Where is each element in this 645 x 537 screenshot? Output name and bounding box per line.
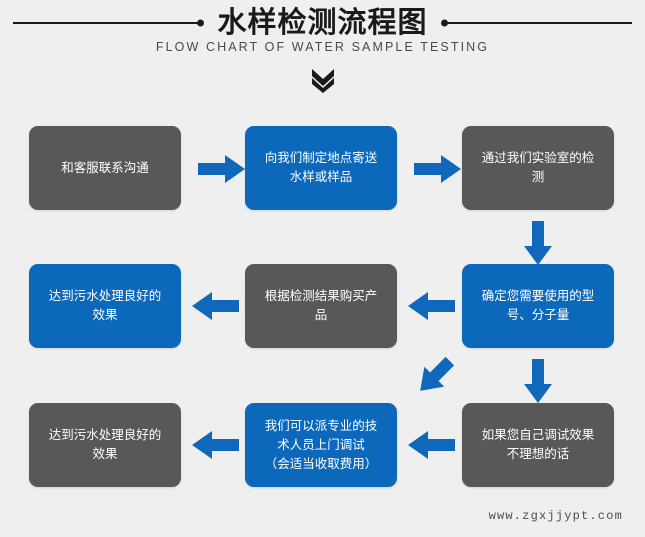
flow-node-send-sample[interactable]: 向我们制定地点寄送 水样或样品	[245, 126, 397, 210]
page-subtitle: FLOW CHART OF WATER SAMPLE TESTING	[155, 40, 490, 54]
title-rule-dot-left	[197, 19, 205, 27]
title-rule-dot-right	[440, 19, 448, 27]
footer-website-url: www.zgxjjypt.com	[488, 509, 623, 523]
chart-header: 水样检测流程图 FLOW CHART OF WATER SAMPLE TESTI…	[0, 0, 645, 100]
arrow-left-icon	[408, 431, 455, 459]
flow-node-self-tuning-unsatisfactory[interactable]: 如果您自己调试效果 不理想的话	[462, 403, 614, 487]
double-chevron-down-icon	[0, 66, 645, 94]
flow-node-label: 向我们制定地点寄送 水样或样品	[264, 151, 378, 184]
arrow-left-icon	[192, 431, 239, 459]
flow-node-label: 通过我们实验室的检 测	[481, 151, 595, 184]
flow-node-label: 如果您自己调试效果 不理想的话	[481, 428, 595, 461]
flow-node-label: 确定您需要使用的型 号、分子量	[481, 289, 595, 322]
flow-node-label: 我们可以派专业的技 术人员上门调试 （会适当收取费用）	[264, 418, 378, 471]
flow-node-dispatch-technician[interactable]: 我们可以派专业的技 术人员上门调试 （会适当收取费用）	[245, 403, 397, 487]
arrow-down-left-icon	[412, 355, 458, 397]
flow-node-contact-service[interactable]: 和客服联系沟通	[29, 126, 181, 210]
page-title: 水样检测流程图	[217, 7, 428, 39]
flow-node-label: 和客服联系沟通	[61, 160, 149, 175]
flow-node-choose-model[interactable]: 确定您需要使用的型 号、分子量	[462, 264, 614, 348]
title-row: 水样检测流程图	[0, 4, 645, 42]
flow-node-buy-product[interactable]: 根据检测结果购买产 品	[245, 264, 397, 348]
arrow-down-icon	[524, 359, 552, 403]
flow-node-label: 根据检测结果购买产 品	[264, 289, 378, 322]
arrow-left-icon	[408, 292, 455, 320]
arrow-down-icon	[524, 221, 552, 265]
flow-node-label: 达到污水处理良好的 效果	[48, 428, 162, 461]
flow-node-good-treatment-result-b[interactable]: 达到污水处理良好的 效果	[29, 403, 181, 487]
title-rule-right	[440, 19, 632, 27]
arrow-right-icon	[198, 155, 245, 183]
flow-node-lab-testing[interactable]: 通过我们实验室的检 测	[462, 126, 614, 210]
flow-node-label: 达到污水处理良好的 效果	[48, 289, 162, 322]
flow-node-good-treatment-result-a[interactable]: 达到污水处理良好的 效果	[29, 264, 181, 348]
arrow-left-icon	[192, 292, 239, 320]
arrow-right-icon	[414, 155, 461, 183]
title-rule-left	[13, 19, 205, 27]
